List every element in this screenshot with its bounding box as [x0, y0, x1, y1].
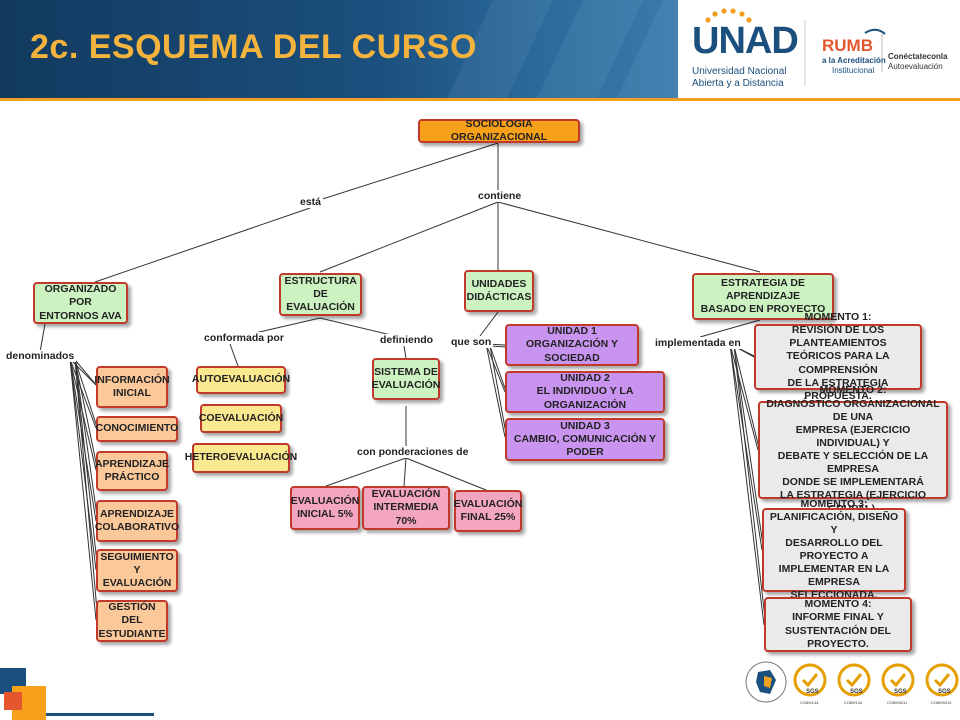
- link-label-ponderaciones: con ponderaciones de: [355, 446, 471, 458]
- momento-3: MOMENTO 3: PLANIFICACIÓN, DISEÑO Y DESAR…: [762, 498, 906, 601]
- unad-name-line1: Universidad Nacional: [692, 66, 787, 77]
- node-sistema-evaluacion: SISTEMA DE EVALUACIÓN: [372, 358, 440, 400]
- link-label-que-son: que son: [449, 336, 494, 348]
- root-node: SOCIOLOGIA ORGANIZACIONAL: [418, 118, 580, 143]
- ava-item-gestion-estudiante: GESTIÓN DEL ESTUDIANTE: [96, 600, 168, 642]
- ponderacion-final: EVALUACIÓN FINAL 25%: [454, 490, 522, 532]
- ava-item-conocimiento: CONOCIMIENTO: [96, 416, 178, 442]
- ava-item-seguimiento-evaluacion: SEGUIMIENTO Y EVALUACIÓN: [96, 549, 178, 592]
- cert-label-2: CO89/144: [844, 700, 863, 705]
- cert-label-4: CO89/5012: [931, 700, 952, 705]
- ava-item-aprendizaje-colaborativo: APRENDIZAJE COLABORATIVO: [95, 500, 179, 542]
- link-label-implementada: implementada en: [653, 337, 743, 349]
- ponderacion-intermedia: EVALUACIÓN INTERMEDIA 70%: [362, 486, 450, 530]
- rumbo-line2: Institucional: [832, 66, 875, 75]
- ava-item-aprendizaje-practico: APRENDIZAJE PRÁCTICO: [95, 451, 169, 491]
- cert-label-3: CO89/5011: [887, 700, 908, 705]
- header-divider: [0, 98, 960, 101]
- unidad-1: UNIDAD 1 ORGANIZACIÓN Y SOCIEDAD: [505, 324, 639, 366]
- link-label-esta: está: [298, 196, 324, 208]
- unad-name-line2: Abierta y a Distancia: [692, 78, 784, 89]
- header-banner: 2c. ESQUEMA DEL CURSO: [0, 0, 678, 98]
- link-label-definiendo: definiendo: [378, 334, 436, 346]
- ava-item-informacion-inicial: INFORMACIÓN INICIAL: [94, 366, 170, 408]
- sgs-mark-2: SGS: [850, 689, 863, 695]
- momento-1: MOMENTO 1: REVISIÓN DE LOS PLANTEAMIENTO…: [754, 311, 922, 402]
- node-unidades-didacticas: UNIDADES DIDÁCTICAS: [464, 270, 534, 312]
- node-entornos-ava: ORGANIZADO POR ENTORNOS AVA: [33, 282, 128, 324]
- footer-line: [46, 713, 154, 716]
- rumbo-word: RUMB: [822, 36, 873, 55]
- unad-letters: UNAD: [692, 20, 799, 62]
- eval-coevaluacion: COEVALUACIÓN: [199, 404, 283, 433]
- corner-decoration: [0, 668, 60, 720]
- sgs-mark-3: SGS: [894, 689, 907, 695]
- momento-4: MOMENTO 4: INFORME FINAL Y SUSTENTACIÓN …: [764, 597, 912, 652]
- unidad-2: UNIDAD 2 EL INDIVIDUO Y LA ORGANIZACIÓN: [505, 371, 665, 413]
- unad-logo-icon: [705, 8, 886, 86]
- eval-heteroevaluacion: HETEROEVALUACIÓN: [185, 443, 297, 473]
- node-estrategia-proyecto: ESTRATEGIA DE APRENDIZAJE BASADO EN PROY…: [692, 273, 834, 320]
- cert-label-1: CO89/144: [800, 700, 819, 705]
- rumbo-line1: a la Acreditación: [822, 56, 886, 65]
- sgs-mark-4: SGS: [938, 689, 951, 695]
- link-label-conformada: conformada por: [202, 332, 286, 344]
- page-title: 2c. ESQUEMA DEL CURSO: [30, 28, 477, 66]
- link-label-contiene: contiene: [476, 190, 524, 202]
- node-estructura-evaluacion: ESTRUCTURA DE EVALUACIÓN: [279, 273, 362, 316]
- link-label-denominados: denominados: [4, 350, 77, 362]
- conectate-line2: Autoevaluación: [888, 62, 943, 71]
- eval-autoevaluacion: AUTOEVALUACIÓN: [192, 366, 290, 394]
- sgs-mark-1: SGS: [806, 689, 819, 695]
- momento-2: MOMENTO 2: DIAGNÓSTICO ORGANIZACIONAL DE…: [758, 384, 948, 515]
- logo-area: UNAD Universidad Nacional Abierta y a Di…: [678, 0, 960, 98]
- unidad-3: UNIDAD 3 CAMBIO, COMUNICACIÓN Y PODER: [505, 418, 665, 461]
- ponderacion-inicial: EVALUACIÓN INICIAL 5%: [290, 486, 360, 530]
- conectate-line1: Conéctateconla: [888, 52, 948, 61]
- certification-seals-icon: [745, 661, 959, 703]
